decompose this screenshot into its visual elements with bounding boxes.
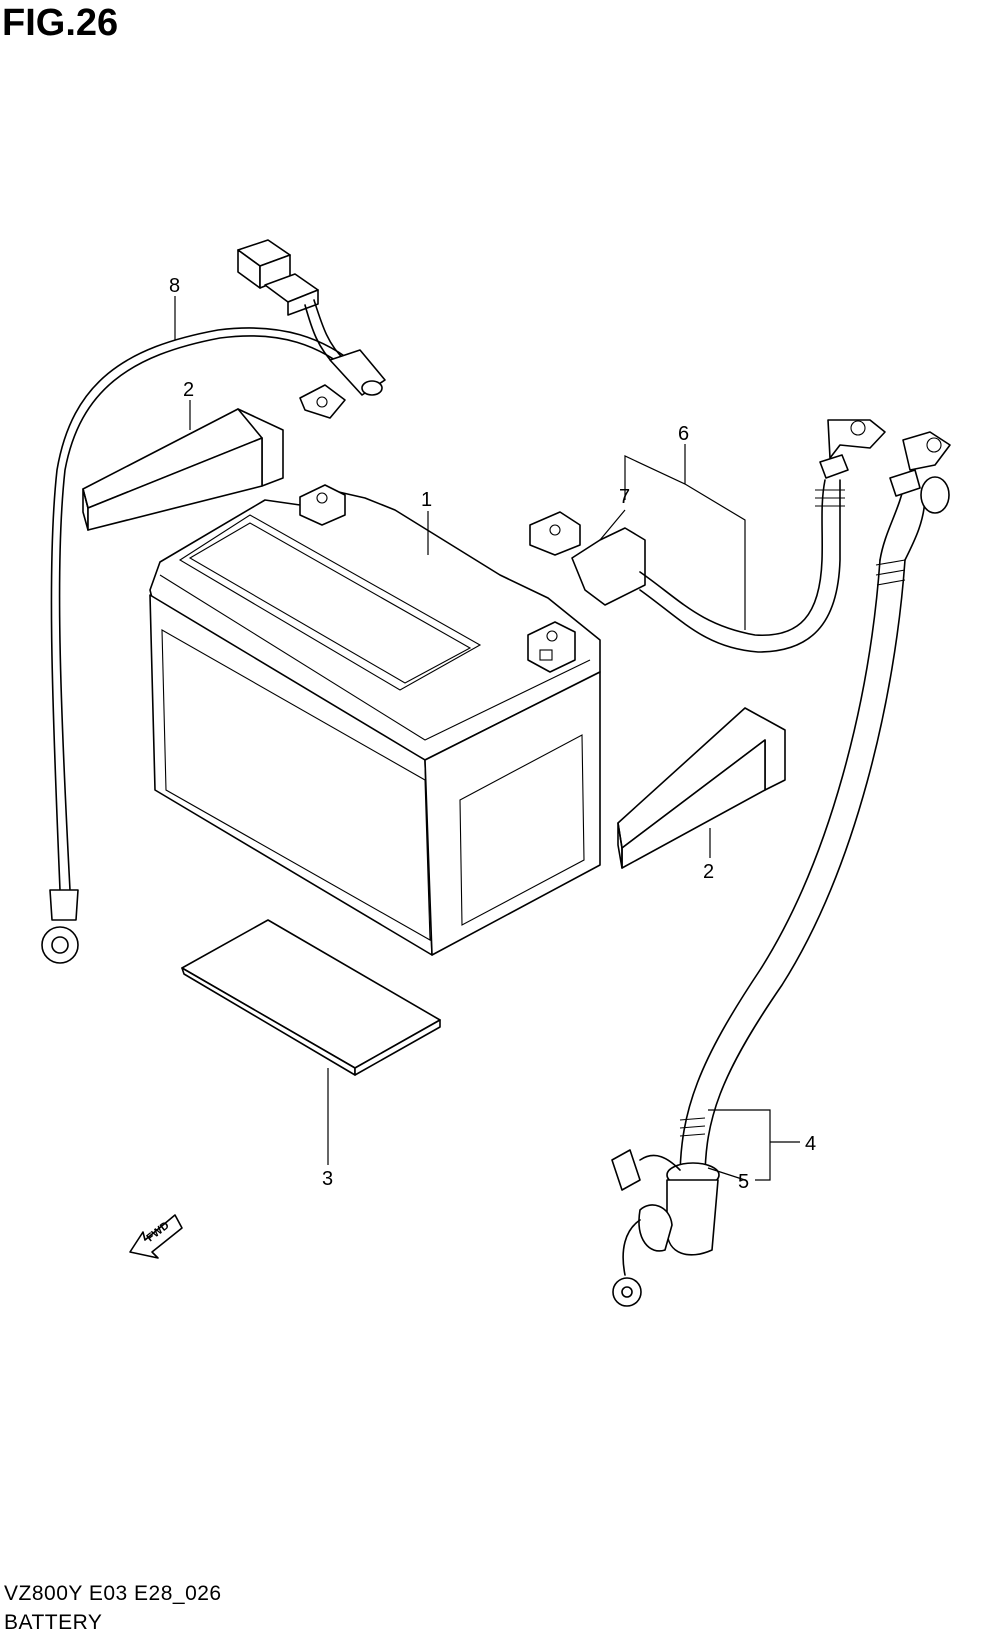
part-6-7-positive-cable xyxy=(529,419,886,653)
callout-2-upper: 2 xyxy=(183,379,194,401)
model-code: VZ800Y E03 E28_026 xyxy=(4,1582,222,1605)
part-2-pad-upper xyxy=(82,408,284,531)
figure-title: FIG.26 xyxy=(2,2,119,44)
callout-5: 5 xyxy=(738,1171,749,1193)
callout-2-right: 2 xyxy=(703,861,714,883)
section-name: BATTERY xyxy=(4,1611,103,1634)
leader-lines xyxy=(174,296,800,1181)
part-8-wire-harness xyxy=(41,239,386,964)
fwd-direction-arrow: FWD xyxy=(129,1214,183,1259)
callout-3: 3 xyxy=(322,1168,333,1190)
callout-labels: 1 2 2 3 4 5 6 7 8 xyxy=(169,275,816,1193)
part-1-battery xyxy=(149,484,601,956)
part-2-pad-right xyxy=(617,707,786,869)
callout-7: 7 xyxy=(619,486,630,508)
part-4-5-negative-cable xyxy=(611,431,951,1307)
part-3-pad-bottom xyxy=(181,919,441,1076)
callout-6: 6 xyxy=(678,423,689,445)
callout-8: 8 xyxy=(169,275,180,297)
callout-4: 4 xyxy=(805,1133,816,1155)
callout-1: 1 xyxy=(421,489,432,511)
